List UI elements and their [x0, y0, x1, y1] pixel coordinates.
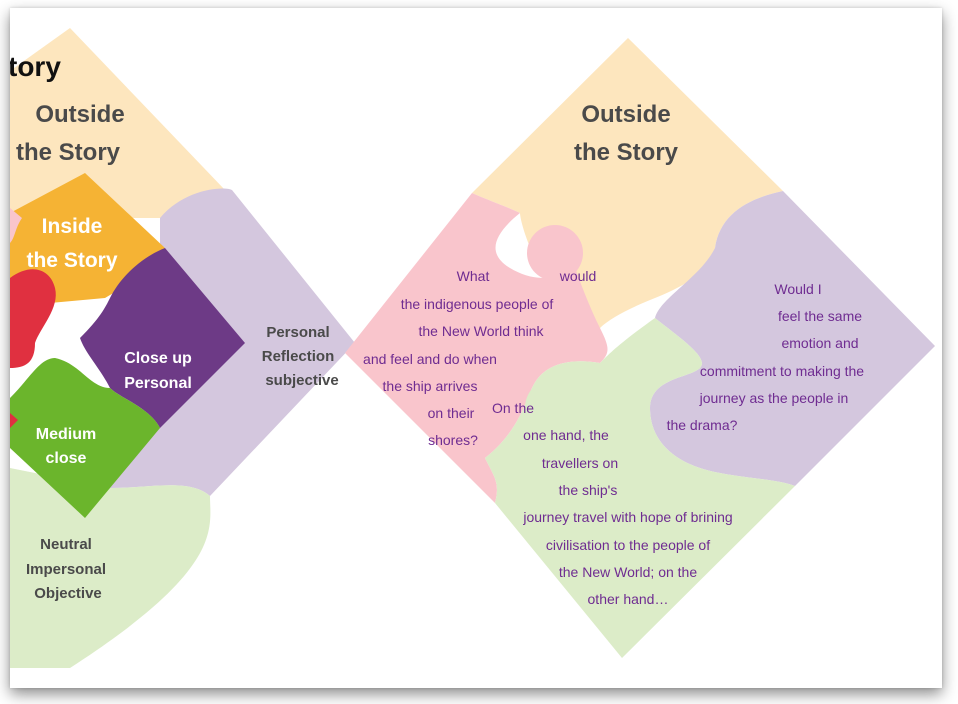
left-neutral-piece: [10, 468, 211, 668]
left-neutral-line-2: Impersonal: [26, 561, 106, 578]
left-reflection-line-3: subjective: [265, 372, 338, 389]
left-outside-line-1: Outside: [35, 101, 124, 128]
right-pink-piece: [345, 193, 608, 503]
pink-question-line-3: and feel and do when: [363, 351, 497, 367]
left-inside-line-2: the Story: [26, 249, 117, 272]
left-medium-line-2: close: [46, 450, 87, 467]
left-red-piece: [10, 269, 56, 368]
left-medium-line-1: Medium: [36, 426, 96, 443]
left-red-lower-piece: [10, 413, 18, 428]
green-statement-line-1: On the: [492, 400, 534, 416]
left-neutral-line-1: Neutral: [40, 536, 92, 553]
pink-question-line-6: shores?: [428, 432, 478, 448]
left-outside-piece: [10, 28, 225, 218]
green-statement-line-5: journey travel with hope of brining: [522, 509, 732, 525]
left-close-up-line-2: Personal: [124, 375, 192, 392]
diagram-canvas: tory Outside the Story Inside the Story …: [10, 28, 935, 668]
green-statement-line-7: the New World; on the: [559, 564, 697, 580]
purple-question-line-6: the drama?: [667, 417, 738, 433]
right-outside-line-2: the Story: [574, 139, 679, 166]
pink-question-line-2: the New World think: [418, 323, 544, 339]
left-outside-line-2: the Story: [16, 139, 121, 166]
right-labels: Outside the Story What would the indigen…: [363, 101, 864, 607]
left-inside-piece: [10, 173, 165, 303]
left-title-fragment: tory: [10, 51, 61, 82]
right-puzzle-hole-top: [527, 225, 583, 281]
pink-question-line-4: the ship arrives: [383, 378, 478, 394]
left-pink-piece: [10, 208, 22, 243]
left-medium-piece: [10, 358, 160, 518]
green-statement-line-6: civilisation to the people of: [546, 537, 710, 553]
left-puzzle-diamond: [10, 28, 355, 668]
green-statement-line-8: other hand…: [588, 591, 669, 607]
left-inside-line-1: Inside: [42, 215, 103, 238]
right-purple-piece: [650, 191, 935, 486]
left-reflection-line-2: Reflection: [262, 348, 335, 365]
slide: tory Outside the Story Inside the Story …: [10, 8, 942, 688]
left-close-up-line-1: Close up: [124, 350, 192, 367]
left-labels: tory Outside the Story Inside the Story …: [10, 51, 339, 602]
right-puzzle-diamond: [345, 38, 935, 658]
right-puzzle-hole-bottom: [525, 378, 585, 438]
pink-question-would: would: [559, 268, 597, 284]
right-outside-line-1: Outside: [581, 101, 670, 128]
pink-question-what: What: [457, 268, 490, 284]
green-statement-line-2: one hand, the: [523, 427, 609, 443]
left-close-up-piece: [80, 248, 245, 428]
purple-question-line-2: feel the same: [778, 308, 862, 324]
purple-question-line-4: commitment to making the: [700, 363, 864, 379]
purple-question-line-3: emotion and: [781, 335, 858, 351]
green-statement-line-4: the ship's: [559, 482, 618, 498]
purple-question-line-5: journey as the people in: [699, 390, 849, 406]
pink-question-line-5: on their: [428, 405, 475, 421]
purple-question-line-1: Would I: [774, 281, 821, 297]
left-neutral-line-3: Objective: [34, 585, 102, 602]
pink-question-line-1: the indigenous people of: [401, 296, 554, 312]
green-statement-line-3: travellers on: [542, 455, 618, 471]
left-reflection-line-1: Personal: [266, 324, 329, 341]
